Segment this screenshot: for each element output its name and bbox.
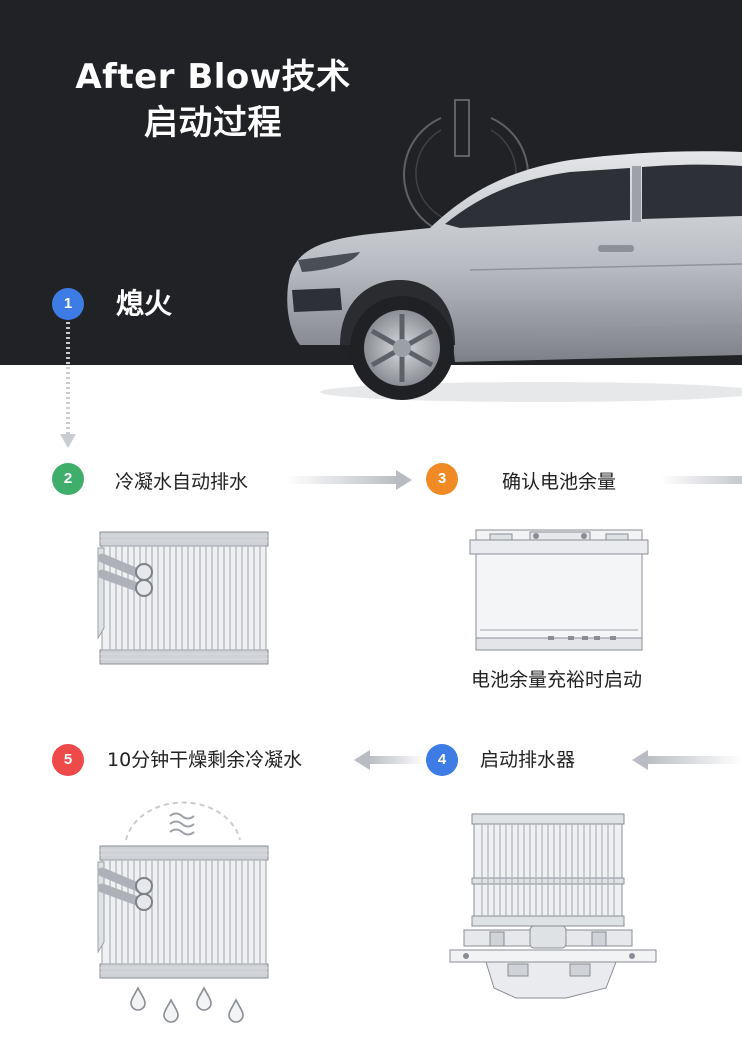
step-3-label: 确认电池余量 xyxy=(502,471,617,493)
step-3-badge: 3 xyxy=(426,463,458,495)
arrow-right-icon xyxy=(286,470,412,490)
airflow-icon xyxy=(125,801,241,841)
battery-caption: 电池余量充裕时启动 xyxy=(471,669,643,691)
evaporator-drying-illustration xyxy=(97,845,269,979)
step-2-label: 冷凝水自动排水 xyxy=(115,471,249,493)
battery-illustration xyxy=(469,529,649,651)
arrow-left-incoming-icon xyxy=(632,750,742,770)
arrow-down-icon xyxy=(60,322,76,448)
arrow-left-icon xyxy=(354,750,426,770)
blower-motor-illustration xyxy=(449,813,657,999)
step-1-label: 熄火 xyxy=(116,287,173,320)
step-4-label: 启动排水器 xyxy=(480,749,576,771)
water-drop-icon xyxy=(130,986,244,1023)
evaporator-illustration xyxy=(97,531,269,665)
title-line-1: After Blow技术 xyxy=(75,57,351,97)
step-1-badge: 1 xyxy=(52,288,84,320)
arrow-tail xyxy=(660,476,742,484)
step-2-badge: 2 xyxy=(52,463,84,495)
step-5-label: 10分钟干燥剩余冷凝水 xyxy=(107,749,303,771)
car-illustration xyxy=(287,151,742,402)
step-5-badge: 5 xyxy=(52,744,84,776)
title-line-2: 启动过程 xyxy=(144,103,282,143)
page-title: After Blow技术 启动过程 xyxy=(58,54,368,146)
step-4-badge: 4 xyxy=(426,744,458,776)
